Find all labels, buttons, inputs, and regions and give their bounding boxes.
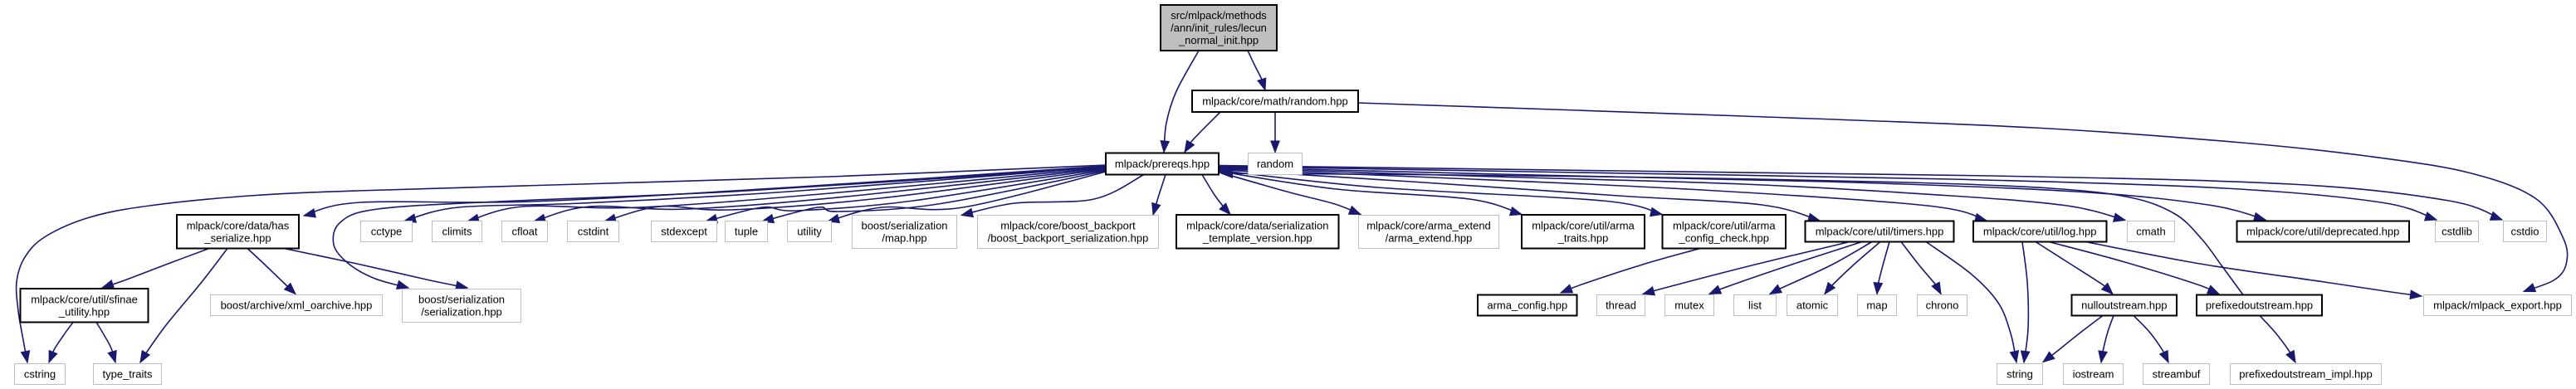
svg-text:cfloat: cfloat — [511, 226, 537, 238]
svg-text:_traits.hpp: _traits.hpp — [1557, 231, 1609, 244]
svg-text:_serialize.hpp: _serialize.hpp — [203, 231, 271, 244]
svg-text:mlpack/core/util/sfinae: mlpack/core/util/sfinae — [31, 293, 138, 305]
svg-text:_template_version.hpp: _template_version.hpp — [1202, 231, 1312, 244]
svg-text:mlpack/mlpack_export.hpp: mlpack/mlpack_export.hpp — [2433, 299, 2562, 312]
svg-text:mlpack/prereqs.hpp: mlpack/prereqs.hpp — [1115, 158, 1210, 170]
svg-text:prefixedoutstream_impl.hpp: prefixedoutstream_impl.hpp — [2239, 368, 2372, 381]
svg-text:/ann/init_rules/lecun: /ann/init_rules/lecun — [1171, 22, 1267, 34]
svg-text:random: random — [1257, 158, 1293, 170]
svg-text:boost/archive/xml_oarchive.hpp: boost/archive/xml_oarchive.hpp — [221, 299, 373, 312]
svg-text:mutex: mutex — [1674, 299, 1704, 312]
svg-text:mlpack/core/arma_extend: mlpack/core/arma_extend — [1366, 220, 1491, 232]
svg-text:string: string — [2007, 368, 2033, 381]
svg-text:mlpack/core/util/deprecated.hp: mlpack/core/util/deprecated.hpp — [2246, 226, 2399, 238]
svg-text:cstdlib: cstdlib — [2442, 226, 2472, 238]
svg-text:cmath: cmath — [2136, 226, 2165, 238]
svg-text:cstdint: cstdint — [578, 226, 609, 238]
svg-text:list: list — [1748, 299, 1762, 312]
svg-text:type_traits: type_traits — [103, 368, 153, 381]
svg-text:mlpack/core/util/arma: mlpack/core/util/arma — [1532, 219, 1635, 231]
svg-text:stdexcept: stdexcept — [661, 226, 707, 238]
svg-text:cstdio: cstdio — [2511, 226, 2539, 238]
svg-text:thread: thread — [1606, 299, 1636, 312]
svg-text:nulloutstream.hpp: nulloutstream.hpp — [2081, 299, 2167, 312]
svg-text:prefixedoutstream.hpp: prefixedoutstream.hpp — [2206, 299, 2313, 312]
svg-text:/serialization.hpp: /serialization.hpp — [421, 306, 502, 318]
svg-text:chrono: chrono — [1926, 299, 1959, 312]
svg-text:utility: utility — [797, 226, 822, 238]
svg-text:mlpack/core/data/serialization: mlpack/core/data/serialization — [1186, 219, 1328, 231]
svg-text:iostream: iostream — [2073, 368, 2114, 381]
svg-text:streambuf: streambuf — [2153, 368, 2201, 381]
svg-text:boost/serialization: boost/serialization — [861, 220, 947, 232]
svg-text:boost/serialization: boost/serialization — [418, 294, 505, 306]
svg-text:_utility.hpp: _utility.hpp — [58, 305, 110, 318]
svg-text:cstring: cstring — [24, 368, 56, 381]
svg-text:cctype: cctype — [371, 226, 403, 238]
svg-text:map: map — [1866, 299, 1887, 312]
svg-text:mlpack/core/math/random.hpp: mlpack/core/math/random.hpp — [1202, 95, 1348, 108]
svg-text:climits: climits — [442, 226, 472, 238]
svg-text:_config_check.hpp: _config_check.hpp — [1679, 231, 1769, 244]
svg-text:tuple: tuple — [735, 226, 758, 238]
svg-text:/arma_extend.hpp: /arma_extend.hpp — [1386, 232, 1473, 245]
svg-text:arma_config.hpp: arma_config.hpp — [1487, 299, 1567, 312]
svg-text:mlpack/core/util/timers.hpp: mlpack/core/util/timers.hpp — [1816, 226, 1944, 238]
svg-text:mlpack/core/util/log.hpp: mlpack/core/util/log.hpp — [1983, 226, 2097, 238]
svg-text:/boost_backport_serialization.: /boost_backport_serialization.hpp — [988, 232, 1149, 245]
svg-text:mlpack/core/util/arma: mlpack/core/util/arma — [1673, 219, 1776, 231]
svg-text:mlpack/core/data/has: mlpack/core/data/has — [187, 219, 290, 231]
svg-text:atomic: atomic — [1796, 299, 1829, 312]
svg-text:src/mlpack/methods: src/mlpack/methods — [1171, 9, 1267, 22]
svg-text:mlpack/core/boost_backport: mlpack/core/boost_backport — [1000, 220, 1136, 232]
svg-text:_normal_init.hpp: _normal_init.hpp — [1178, 34, 1259, 46]
svg-text:/map.hpp: /map.hpp — [882, 232, 926, 245]
